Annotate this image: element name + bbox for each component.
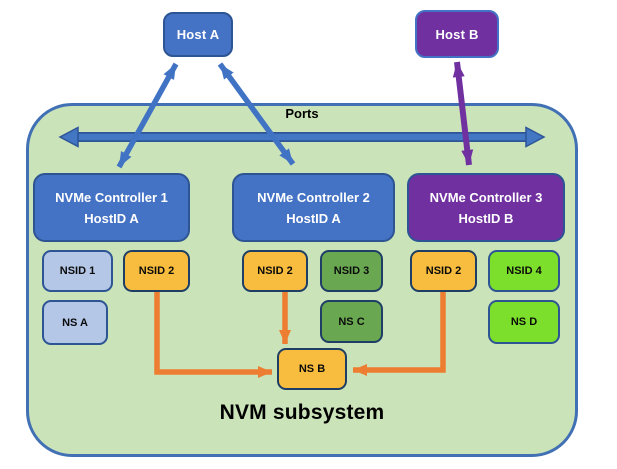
controller-1-box: NVMe Controller 1 HostID A [33,173,190,242]
host-b-box: Host B [415,10,499,58]
nvm-subsystem-label: NVM subsystem [219,401,385,424]
nsid-2-ctrl1-label: NSID 2 [138,265,175,277]
ns-a-box: NS A [42,300,108,345]
host-b-label: Host B [435,26,479,42]
controller-1-hostid: HostID A [84,210,139,226]
nsid-2-ctrl3-box: NSID 2 [410,250,477,292]
ns-b-box: NS B [277,348,347,390]
controller-1-name: NVMe Controller 1 [55,189,168,205]
controller-3-name: NVMe Controller 3 [429,189,543,205]
nsid-2-ctrl2-label: NSID 2 [257,265,293,277]
nsid-1-label: NSID 1 [59,265,96,277]
controller-2-box: NVMe Controller 2 HostID A [232,173,395,242]
ns-b-label: NS B [298,363,326,375]
controller-2-hostid: HostID A [286,210,341,226]
nsid-2-ctrl1-box: NSID 2 [123,250,190,292]
host-a-label: Host A [176,27,220,42]
ns-a-label: NS A [62,316,88,329]
nsid-1-box: NSID 1 [42,250,113,292]
ns-c-label: NS C [338,315,365,328]
controller-3-box: NVMe Controller 3 HostID B [407,173,565,242]
controller-2-name: NVMe Controller 2 [257,189,370,205]
ns-c-box: NS C [320,300,383,343]
ns-d-label: NS D [510,316,538,328]
nsid-4-box: NSID 4 [488,250,560,292]
ns-d-box: NS D [488,300,560,344]
nsid-3-box: NSID 3 [320,250,383,292]
nsid-3-label: NSID 3 [333,265,370,277]
ports-label: Ports [285,106,319,121]
nsid-4-label: NSID 4 [506,265,542,277]
nsid-2-ctrl2-box: NSID 2 [242,250,308,292]
controller-3-hostid: HostID B [458,210,514,226]
nsid-2-ctrl3-label: NSID 2 [425,265,462,277]
host-a-box: Host A [163,12,233,57]
